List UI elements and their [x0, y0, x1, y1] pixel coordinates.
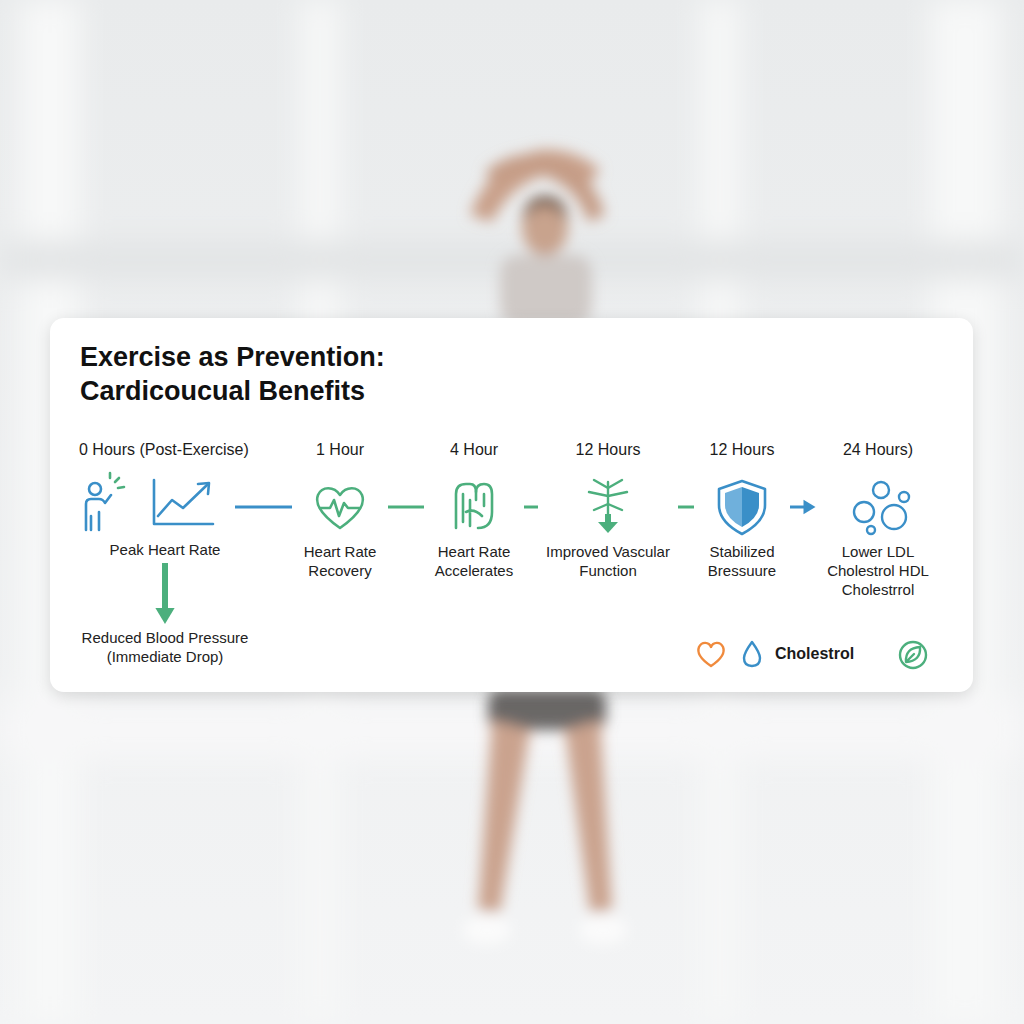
timeline-connector: [162, 563, 168, 609]
time-header: 24 Hours): [843, 440, 913, 460]
vessel-muscle-icon: [456, 484, 492, 528]
bubbles-icon: [854, 482, 909, 534]
stage-node: Reduced Blood Pressure (Immediate Drop): [64, 628, 266, 666]
stage-node: 0 Hours (Post-Exercise)Peak Heart Rate: [99, 480, 231, 559]
diagram-title: Exercise as Prevention: Cardicoucual Ben…: [80, 340, 440, 408]
stage-label: Reduced Blood Pressure (Immediate Drop): [64, 628, 266, 666]
chart-icon: [154, 480, 213, 524]
person-icon: [86, 473, 124, 530]
timeline-connector: [790, 506, 805, 509]
timeline-connector: [524, 506, 538, 509]
timeline-connector: [678, 506, 694, 509]
stage-label: Lower LDL Cholestrol HDL Cholestrrol: [820, 542, 937, 599]
stage-node: 1 HourHeart Rate Recovery: [296, 480, 384, 580]
heart-ecg-icon: [317, 488, 363, 528]
time-header: 12 Hours: [710, 440, 775, 460]
stage-label: Stabilized Bressuure: [698, 542, 786, 580]
stage-node: 24 Hours)Lower LDL Cholestrol HDL Choles…: [820, 480, 937, 599]
time-header: 1 Hour: [316, 440, 364, 460]
time-header: 0 Hours (Post-Exercise): [79, 440, 249, 460]
legend-icons: [698, 642, 926, 668]
arrow-head: [155, 608, 174, 624]
arrow-head: [804, 500, 816, 514]
legend-note: Cholestrol: [775, 645, 854, 663]
stage-node: 4 HourHeart Rate Accelerates: [428, 480, 520, 580]
stage-node: 12 HoursImproved Vascular Function: [542, 480, 674, 580]
stage-label: Heart Rate Recovery: [296, 542, 384, 580]
stage-label: Improved Vascular Function: [542, 542, 674, 580]
time-header: 4 Hour: [450, 440, 498, 460]
timeline-connector: [235, 506, 292, 509]
shield-icon: [719, 481, 765, 534]
stage-label: Peak Heart Rate: [99, 540, 231, 559]
timeline-connector: [388, 506, 424, 509]
stage-label: Heart Rate Accelerates: [428, 542, 520, 580]
vascular-icon: [589, 480, 627, 533]
stage-node: 12 HoursStabilized Bressuure: [698, 480, 786, 580]
time-header: 12 Hours: [576, 440, 641, 460]
